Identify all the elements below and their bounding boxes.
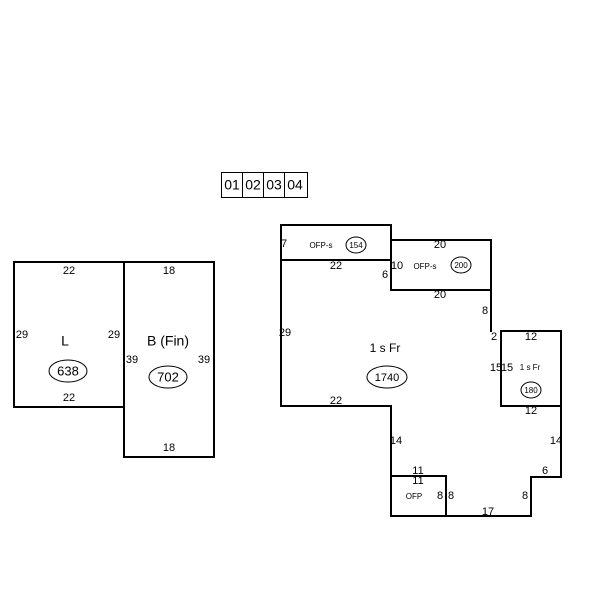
main-notch-step-dimension: 2 (491, 331, 497, 343)
porch-a-label: OFP-s (309, 241, 332, 250)
porch-a-side-dimension: 7 (281, 238, 287, 250)
porch-c-right-dimension: 8 (437, 490, 443, 502)
porch-c: 11 11 8 8 OFP (406, 465, 454, 502)
main-label: 1 s Fr (370, 341, 401, 355)
main-inner-left-dimension: 14 (390, 435, 402, 447)
porch-a-bottom-dimension: 22 (330, 260, 342, 272)
side-room-top-dimension: 12 (525, 331, 537, 343)
tab-02[interactable]: 02 (245, 177, 261, 193)
porch-c-top-dimension: 11 (412, 465, 423, 477)
porch-b-top-dimension: 20 (434, 239, 446, 251)
tab-01[interactable]: 01 (224, 177, 240, 193)
main-west-dimension: 29 (279, 327, 291, 339)
basement-right-dimension: 39 (198, 354, 210, 366)
porch-a: 7 22 OFP-s 154 (281, 236, 367, 272)
side-room-inner-dimension: 15 (501, 362, 513, 374)
living-top-dimension: 22 (63, 265, 75, 277)
side-room-bottom-dimension: 12 (525, 405, 537, 417)
side-room: 12 12 15 15 1 s Fr 180 (490, 331, 542, 417)
main-notch-top-dimension: 8 (482, 305, 488, 317)
main-structure: 29 22 14 17 8 6 14 8 2 1 s Fr 1740 (279, 224, 562, 518)
porch-b: 20 20 10 6 OFP-s 200 (382, 239, 472, 301)
basement-top-dimension: 18 (163, 265, 175, 277)
porch-b-bottom-dimension: 20 (434, 289, 446, 301)
porch-b-area-value: 200 (454, 261, 468, 270)
living-bottom-dimension: 22 (63, 392, 75, 404)
porch-b-left-dimension: 10 (391, 260, 403, 272)
porch-b-left-small-dimension: 6 (382, 269, 388, 281)
side-room-area-value: 180 (524, 386, 538, 395)
porch-c-top-inner-dimension: 11 (412, 475, 423, 487)
main-step-b-dimension: 6 (542, 465, 548, 477)
living-area-value: 638 (57, 363, 79, 378)
living-right-dimension: 29 (108, 329, 120, 341)
tab-03[interactable]: 03 (266, 177, 282, 193)
tab-strip: 01 02 03 04 (221, 172, 308, 198)
side-room-left-dimension: 15 (490, 362, 502, 374)
basement-area-value: 702 (157, 369, 179, 384)
basement-bottom-dimension: 18 (163, 442, 175, 454)
main-southwest-dimension: 22 (330, 395, 342, 407)
porch-c-right-outer-dimension: 8 (448, 490, 454, 502)
main-east-dimension: 14 (550, 435, 562, 447)
living-label: L (61, 333, 69, 349)
main-bottom-dimension: 17 (482, 506, 494, 518)
tab-04[interactable]: 04 (287, 177, 303, 193)
side-room-label: 1 s Fr (520, 363, 541, 372)
living-left-dimension: 29 (16, 329, 28, 341)
basement-label: B (Fin) (147, 333, 189, 349)
main-area-value: 1740 (375, 372, 399, 384)
main-step-a-dimension: 8 (522, 490, 528, 502)
basement-left-dimension: 39 (126, 354, 138, 366)
porch-a-area-value: 154 (349, 241, 363, 250)
porch-c-label: OFP (406, 492, 422, 501)
living-area: 22 22 29 29 L 638 (13, 261, 125, 408)
porch-b-label: OFP-s (413, 262, 436, 271)
basement-area: 18 18 39 39 B (Fin) 702 (123, 261, 215, 458)
